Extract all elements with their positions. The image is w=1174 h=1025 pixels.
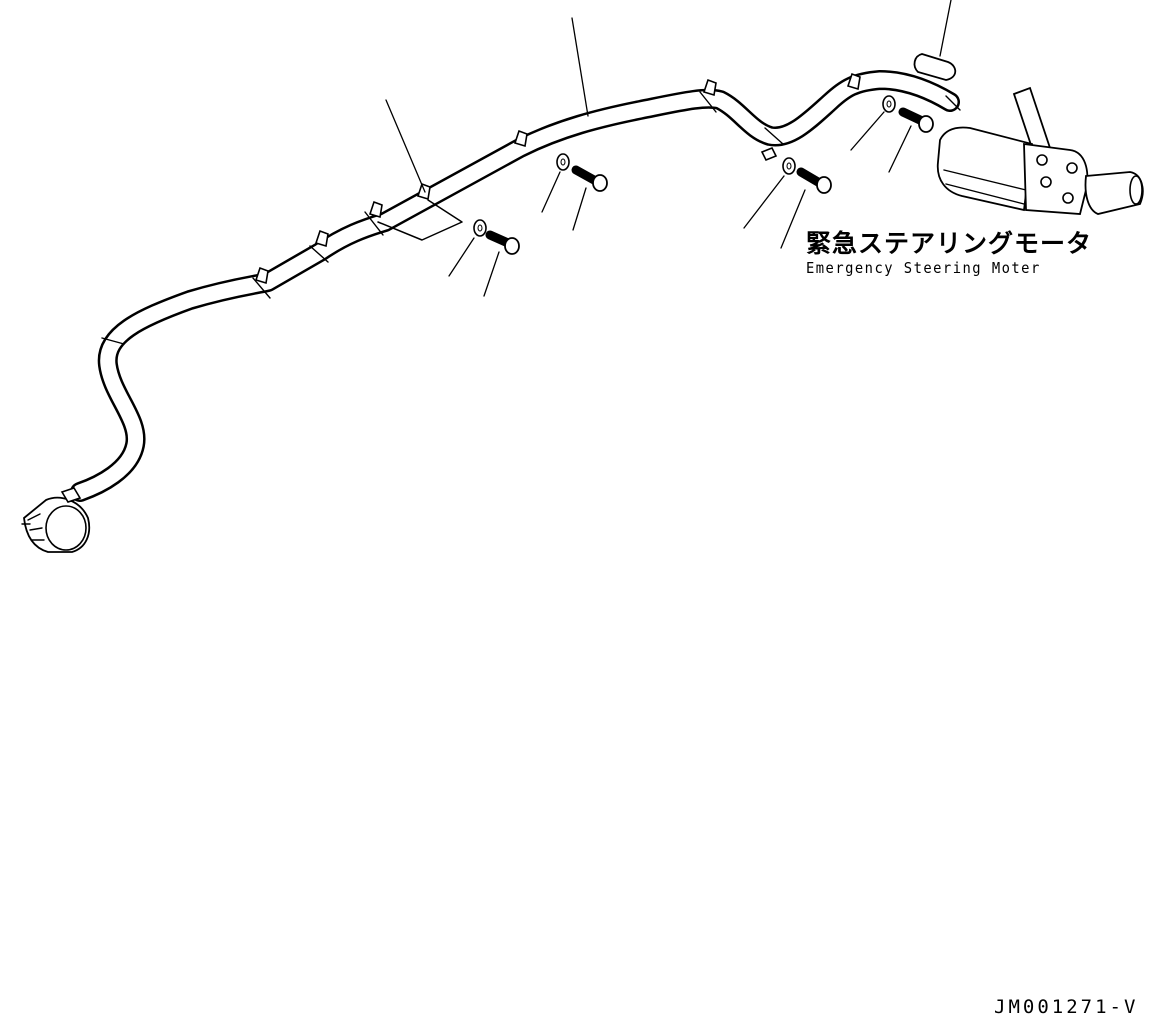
- leader-lines: [385, 0, 952, 297]
- motor-label-japanese: 緊急ステアリングモータ: [806, 229, 1093, 258]
- bolt: [485, 107, 934, 255]
- cap: [913, 53, 957, 81]
- clip: [254, 72, 861, 285]
- connector: [21, 487, 91, 553]
- bracket: [377, 199, 463, 241]
- washer: [473, 95, 896, 237]
- harness: [70, 70, 961, 502]
- drawing-number: JM001271-V: [994, 996, 1139, 1018]
- motor: [936, 86, 1144, 215]
- motor-label-english: Emergency Steering Moter: [806, 259, 1041, 277]
